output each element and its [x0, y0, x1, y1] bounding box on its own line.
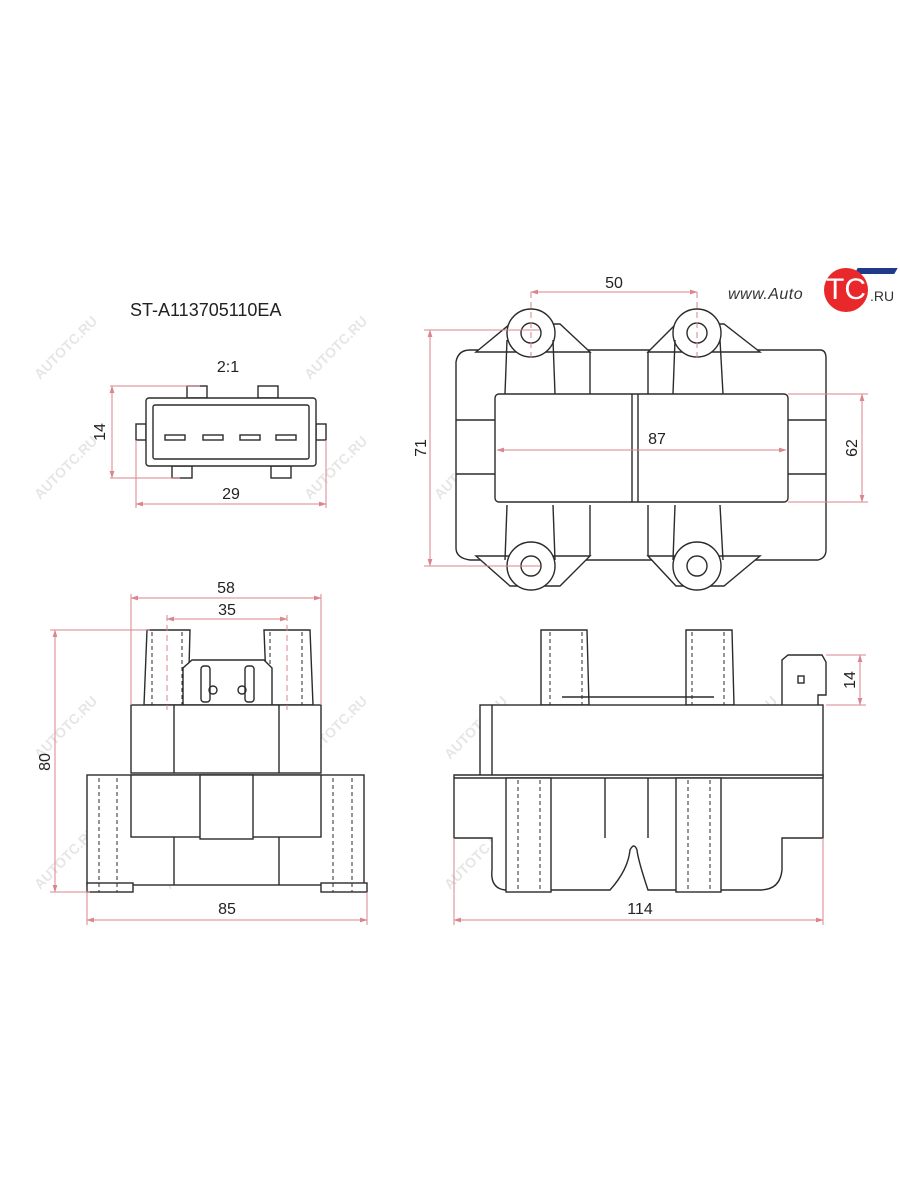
- svg-text:58: 58: [217, 580, 235, 597]
- logo-ru: .RU: [870, 288, 895, 304]
- side-view: 14 114: [453, 629, 866, 925]
- part-number: ST-A113705110EA: [130, 300, 282, 320]
- svg-text:114: 114: [627, 901, 653, 918]
- svg-text:AUTOTC.RU: AUTOTC.RU: [31, 693, 100, 762]
- top-view: 50 71 87 62: [413, 275, 868, 591]
- logo-www: www.Auto: [728, 286, 804, 303]
- logo-tc-circle: TC: [824, 268, 868, 312]
- svg-text:71: 71: [413, 439, 430, 457]
- svg-text:AUTOTC.RU: AUTOTC.RU: [301, 313, 370, 382]
- svg-text:50: 50: [605, 275, 623, 292]
- svg-text:35: 35: [218, 602, 236, 619]
- svg-text:80: 80: [37, 753, 54, 771]
- svg-text:14: 14: [842, 671, 859, 689]
- svg-text:14: 14: [92, 423, 109, 441]
- svg-text:AUTOTC.RU: AUTOTC.RU: [31, 313, 100, 382]
- connector-view: 2:1 14 29: [92, 359, 327, 508]
- svg-text:62: 62: [844, 439, 861, 457]
- svg-text:85: 85: [218, 901, 236, 918]
- svg-text:2:1: 2:1: [217, 359, 239, 376]
- autotc-logo: www.Auto TC .RU: [728, 268, 898, 318]
- svg-text:29: 29: [222, 486, 240, 503]
- front-view: 58 35 80 85: [37, 580, 368, 925]
- svg-text:87: 87: [648, 431, 666, 448]
- svg-text:AUTOTC.RU: AUTOTC.RU: [31, 433, 100, 502]
